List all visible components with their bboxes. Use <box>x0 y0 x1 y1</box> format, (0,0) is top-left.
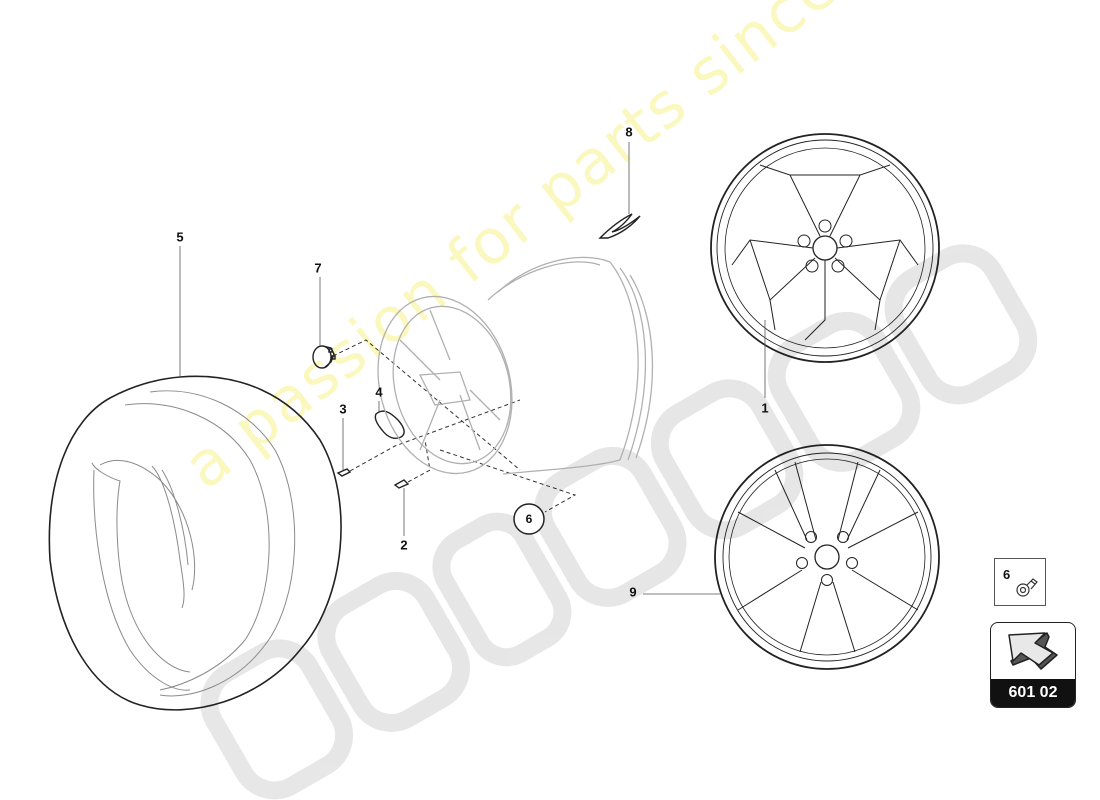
callout-5[interactable]: 5 <box>176 229 184 245</box>
callout-1[interactable]: 1 <box>761 400 769 416</box>
wheel-bolt-inset[interactable]: 6 <box>994 558 1046 606</box>
callout-4[interactable]: 4 <box>375 384 383 400</box>
hub-cap-drawing <box>312 345 336 369</box>
reference-code: 601 02 <box>991 679 1075 707</box>
reference-link-601-02[interactable]: 601 02 <box>990 622 1076 708</box>
wheel-9-drawing <box>714 444 940 670</box>
valve-drawing <box>393 479 410 489</box>
exploded-rim-drawing <box>377 256 654 475</box>
wheel-1-drawing <box>710 133 940 363</box>
arrow-pointer-icon <box>1008 632 1058 670</box>
callout-6-circle <box>513 503 545 535</box>
sensor-drawing <box>374 410 405 439</box>
valve-stem-drawing <box>336 468 352 477</box>
emblem-drawing <box>598 213 641 239</box>
wheel-bolt-icon <box>1016 578 1038 597</box>
callout-9[interactable]: 9 <box>629 584 637 600</box>
callout-8[interactable]: 8 <box>625 124 633 140</box>
callout-7[interactable]: 7 <box>314 260 322 276</box>
callout-2[interactable]: 2 <box>400 537 408 553</box>
callout-6[interactable]: 6 <box>525 512 533 526</box>
inset-number: 6 <box>1003 567 1011 582</box>
callout-3[interactable]: 3 <box>339 401 347 417</box>
tire-drawing <box>48 375 342 711</box>
